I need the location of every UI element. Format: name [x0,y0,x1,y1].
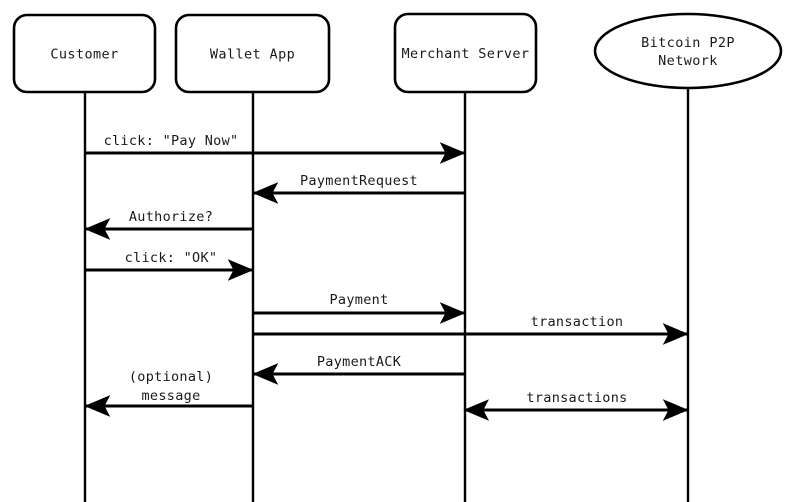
participant-customer[interactable]: Customer [12,13,157,94]
msg-optional-message-label-line1: (optional) [129,369,213,385]
participant-label-customer: Customer [50,47,118,63]
messages-group: click: "Pay Now" PaymentRequestAuthorize?… [84,133,689,421]
msg-payment-request-label: PaymentRequest [300,173,418,189]
msg-payment-ack-label: PaymentACK [317,354,402,370]
msg-click-pay-now[interactable]: click: "Pay Now" [85,133,466,164]
participant-wallet[interactable]: Wallet App [174,13,331,94]
participant-label-wallet: Wallet App [210,47,295,63]
msg-payment[interactable]: Payment [253,292,466,324]
participant-label-merchant: Merchant Server [402,46,530,62]
msg-authorize[interactable]: Authorize? [84,209,253,240]
participant-shape-wallet [174,13,331,94]
msg-payment-label: Payment [330,292,389,308]
msg-authorize-label: Authorize? [129,209,213,225]
participant-shape-customer [12,13,157,94]
participant-label-network-line1: Bitcoin P2P [641,35,735,51]
msg-transaction[interactable]: transaction [253,314,689,345]
msg-payment-request[interactable]: PaymentRequest [252,173,465,204]
participants-group: Customer Wallet App Merchant Server Bitcoin… [12,12,783,94]
participant-network[interactable]: Bitcoin P2P Network [593,12,783,90]
msg-click-ok[interactable]: click: "OK" [85,250,254,281]
participant-merchant[interactable]: Merchant Server [393,12,538,94]
msg-transaction-label: transaction [531,314,624,330]
participant-label-network-line2: Network [658,53,718,69]
msg-transactions-label: transactions [526,390,627,406]
msg-click-ok-label: click: "OK" [125,250,218,266]
msg-payment-ack[interactable]: PaymentACK [252,354,465,385]
participant-shape-network [593,12,783,90]
msg-optional-message-label-line2: message [142,388,201,404]
participant-shape-merchant [393,12,538,94]
msg-click-pay-now-label: click: "Pay Now" [104,133,239,149]
msg-transactions[interactable]: transactions [463,390,689,421]
msg-optional-message[interactable]: (optional) message [84,369,253,417]
